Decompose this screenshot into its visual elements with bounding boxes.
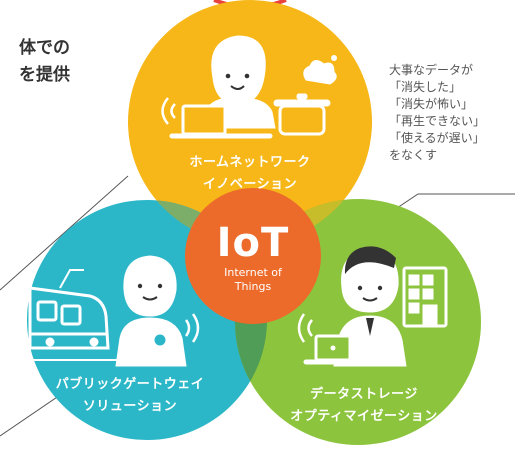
intro-text-line2: を提供 [19, 65, 70, 85]
iot-title: IoT [216, 220, 290, 266]
intro-text-line1: 体での [19, 38, 70, 58]
businessman-laptop-icon [297, 246, 407, 367]
note-line: 大事なデータが [389, 63, 474, 77]
label-public-gateway: パブリックゲートウェイ ソリューション [30, 374, 230, 418]
iot-subtitle-line1: Internet of [224, 266, 282, 279]
label-data-storage: データストレージ オプティマイゼーション [264, 384, 464, 428]
center-circle [185, 188, 321, 324]
note-line: 「使えるが遅い」 [389, 131, 485, 145]
label-storage-line1: データストレージ [310, 387, 418, 402]
iot-subtitle: Internet of Things [197, 266, 309, 294]
cooking-pot-icon [273, 55, 337, 136]
building-icon [402, 266, 448, 328]
data-loss-note: 大事なデータが 「消失した」 「消失が怖い」 「再生できない」 「使えるが遅い」… [389, 62, 485, 164]
note-line: 「消失が怖い」 [389, 97, 474, 111]
note-line: 「再生できない」 [389, 114, 486, 128]
iot-subtitle-line2: Things [234, 280, 272, 293]
label-gateway-line1: パブリックゲートウェイ [55, 377, 205, 392]
note-line: をなくす [389, 148, 438, 162]
train-icon [24, 269, 171, 361]
label-home-network: ホームネットワーク イノベーション [165, 152, 335, 196]
note-line: 「消失した」 [389, 80, 462, 94]
label-gateway-line2: ソリューション [82, 399, 178, 414]
label-storage-line2: オプティマイゼーション [290, 409, 438, 424]
label-home-line1: ホームネットワーク [189, 155, 311, 170]
connector-line-left-top [0, 175, 129, 291]
woman-laptop-icon [161, 35, 276, 139]
label-home-line2: イノベーション [202, 177, 298, 192]
intro-text: 体での を提供 [19, 35, 70, 89]
person-wifi-icon [115, 255, 200, 367]
